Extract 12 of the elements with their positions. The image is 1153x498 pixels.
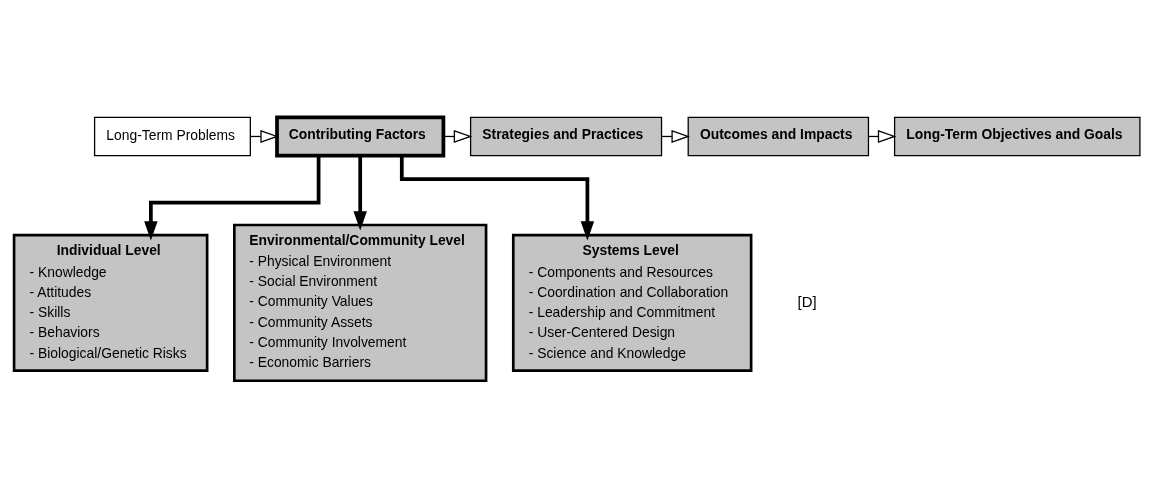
label: [D] xyxy=(797,292,817,310)
node-box: Systems Level - Components and Resources - Coordination and Collaboration - Leadership and Commitment - User-Centered Design - Science and Knowledge xyxy=(511,233,752,372)
arrow xyxy=(143,155,320,241)
node-box: Strategies and Practices xyxy=(469,116,662,157)
node-box: Outcomes and Impacts xyxy=(687,116,869,157)
node-box: Long-Term Objectives and Goals xyxy=(893,116,1141,157)
arrow xyxy=(352,155,367,231)
node-box: Contributing Factors xyxy=(274,115,445,158)
arrow xyxy=(399,155,594,241)
node-box: Environmental/Community Level - Physical Environment - Social Environment - Community Values - Community Assets - Community Involvement - Economic Barriers xyxy=(232,223,487,383)
node-box: Long-Term Problems xyxy=(93,116,251,157)
node-box: Individual Level - Knowledge - Attitudes - Skills - Behaviors - Biological/Genetic Risks xyxy=(12,233,208,372)
